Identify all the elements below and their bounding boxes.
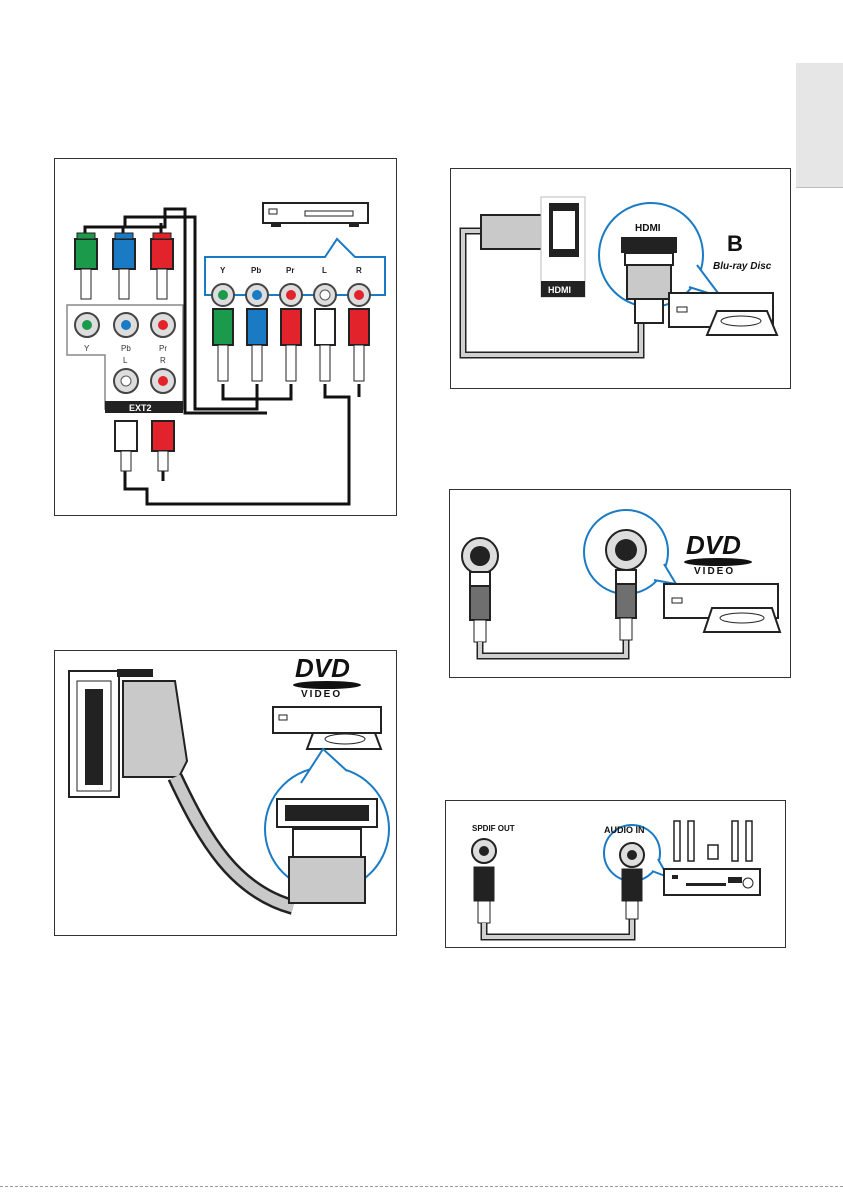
audio-in-label: AUDIO IN	[604, 825, 645, 835]
bluray-logo-text: Blu-ray Disc	[713, 261, 772, 272]
device-label-pr: Pr	[286, 266, 294, 275]
dvd-player-icon	[273, 707, 381, 749]
dvd-logo: DVD	[686, 530, 741, 560]
scart-panel: DVD VIDEO	[54, 650, 397, 936]
device-label-r: R	[356, 266, 362, 275]
tv-label-pr: Pr	[159, 344, 167, 353]
tv-hdmi-port	[541, 197, 585, 297]
bluray-player-icon	[669, 293, 777, 335]
component-video-panel: Y Pb Pr L R EXT2 Y Pb Pr L R	[54, 158, 397, 516]
callout-hdmi-label: HDMI	[635, 223, 661, 234]
tv-label-pb: Pb	[121, 344, 131, 353]
svideo-panel: DVD VIDEO	[449, 489, 791, 678]
tv-hdmi-label: HDMI	[548, 285, 571, 295]
dvd-player-icon	[664, 584, 780, 632]
hdmi-diagram: HDMI HDMI B Blu-ray Disc	[451, 169, 790, 388]
tv-scart-socket	[69, 671, 119, 797]
device-label-pb: Pb	[251, 266, 261, 275]
audio-plugs	[115, 421, 174, 471]
ext2-label: EXT2	[129, 403, 152, 413]
hdmi-panel: HDMI HDMI B Blu-ray Disc	[450, 168, 791, 389]
dvd-logo: DVD	[295, 653, 350, 683]
scart-diagram: DVD VIDEO	[55, 651, 396, 935]
device-plugs	[213, 309, 369, 381]
home-theater-icon	[664, 821, 760, 895]
component-diagram: Y Pb Pr L R EXT2 Y Pb Pr L R	[55, 159, 396, 515]
tv-label-y: Y	[84, 344, 90, 353]
device-label-y: Y	[220, 266, 226, 275]
language-tab	[796, 63, 843, 188]
tv-label-r: R	[160, 356, 166, 365]
dvd-logo-sub: VIDEO	[694, 566, 735, 577]
spdif-diagram: SPDIF OUT AUDIO IN	[446, 801, 785, 947]
set-top-box-icon	[263, 203, 368, 227]
bluray-logo-icon: B	[727, 231, 743, 256]
spdif-out-label: SPDIF OUT	[472, 824, 515, 833]
tv-top-plugs	[75, 233, 173, 299]
spdif-panel: SPDIF OUT AUDIO IN	[445, 800, 786, 948]
dvd-logo-sub: VIDEO	[301, 689, 342, 700]
page-bottom-rule	[0, 1186, 843, 1187]
svideo-diagram: DVD VIDEO	[450, 490, 790, 677]
tv-label-l: L	[123, 356, 128, 365]
device-label-l: L	[322, 266, 327, 275]
